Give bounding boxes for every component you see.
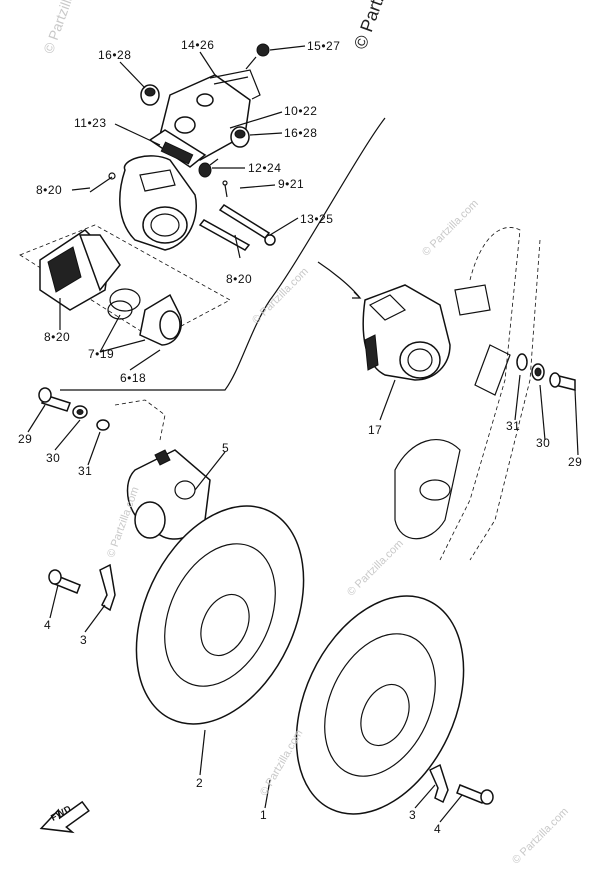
washer-31r [516, 353, 528, 371]
pad-pin-13 [218, 204, 276, 246]
washer-31l [96, 419, 110, 431]
callout-16-28-top: 16•28 [98, 48, 132, 62]
callout-5: 5 [222, 441, 230, 455]
callout-4-left: 4 [44, 618, 52, 632]
bolt-4l [48, 569, 81, 594]
caliper-body-upper [119, 155, 197, 251]
caliper-17 [362, 284, 451, 381]
brake-disc-2 [135, 505, 305, 725]
callout-8-20-mid: 8•20 [226, 272, 253, 286]
caliper-pointer-arrow [317, 261, 361, 299]
pad-pin-8b [198, 219, 251, 251]
callout-13-25: 13•25 [300, 212, 334, 226]
callout-30-left: 30 [46, 451, 61, 465]
callout-15-27: 15•27 [307, 39, 341, 53]
bolt-29l [38, 387, 71, 412]
bleed-valve-12 [198, 158, 219, 178]
lock-plate-3r [429, 763, 449, 804]
callout-10-22: 10•22 [284, 104, 318, 118]
cotter-pin-8 [89, 172, 116, 193]
callout-3-right: 3 [409, 808, 417, 822]
bracket-bolt-15 [245, 43, 270, 70]
brake-disc-1 [295, 595, 465, 815]
callout-14-26: 14•26 [181, 38, 215, 52]
pin-9 [222, 180, 228, 198]
callout-4-right: 4 [434, 822, 442, 836]
rubber-boot-b [230, 126, 250, 148]
callout-30-right: 30 [536, 436, 551, 450]
callout-29-left: 29 [18, 432, 33, 446]
forward-arrow-icon [39, 800, 90, 834]
callout-11-23: 11•23 [74, 116, 107, 130]
callout-7-19: 7•19 [88, 347, 115, 361]
rubber-boot-a [140, 84, 160, 106]
callout-1: 1 [260, 808, 268, 822]
callout-12-24: 12•24 [248, 161, 282, 175]
washer-30r [531, 363, 545, 381]
washer-30l [72, 405, 88, 419]
divider-curve [60, 117, 386, 391]
callout-3-left: 3 [80, 633, 88, 647]
brake-pad-assembly [19, 224, 231, 341]
lock-plate-3l [99, 563, 116, 612]
caliper-bracket [148, 74, 251, 168]
fork-leg [394, 227, 541, 561]
callout-31-left: 31 [78, 464, 93, 478]
leader-lines [27, 45, 579, 823]
callout-6-18: 6•18 [120, 371, 147, 385]
callout-29-right: 29 [568, 455, 583, 469]
callout-8-20-pad: 8•20 [44, 330, 71, 344]
callout-2: 2 [196, 776, 204, 790]
pad-spring-clip [209, 69, 261, 100]
callout-9-21: 9•21 [278, 177, 305, 191]
bolt-4r [456, 784, 494, 805]
piston-seal [107, 288, 141, 320]
piston [139, 293, 182, 346]
callout-16-28-right: 16•28 [284, 126, 318, 140]
caliper-5 [114, 399, 211, 540]
callout-31-right: 31 [506, 419, 521, 433]
callout-8-20-left: 8•20 [36, 183, 63, 197]
bolt-29r [549, 372, 576, 391]
callout-17: 17 [368, 423, 383, 437]
